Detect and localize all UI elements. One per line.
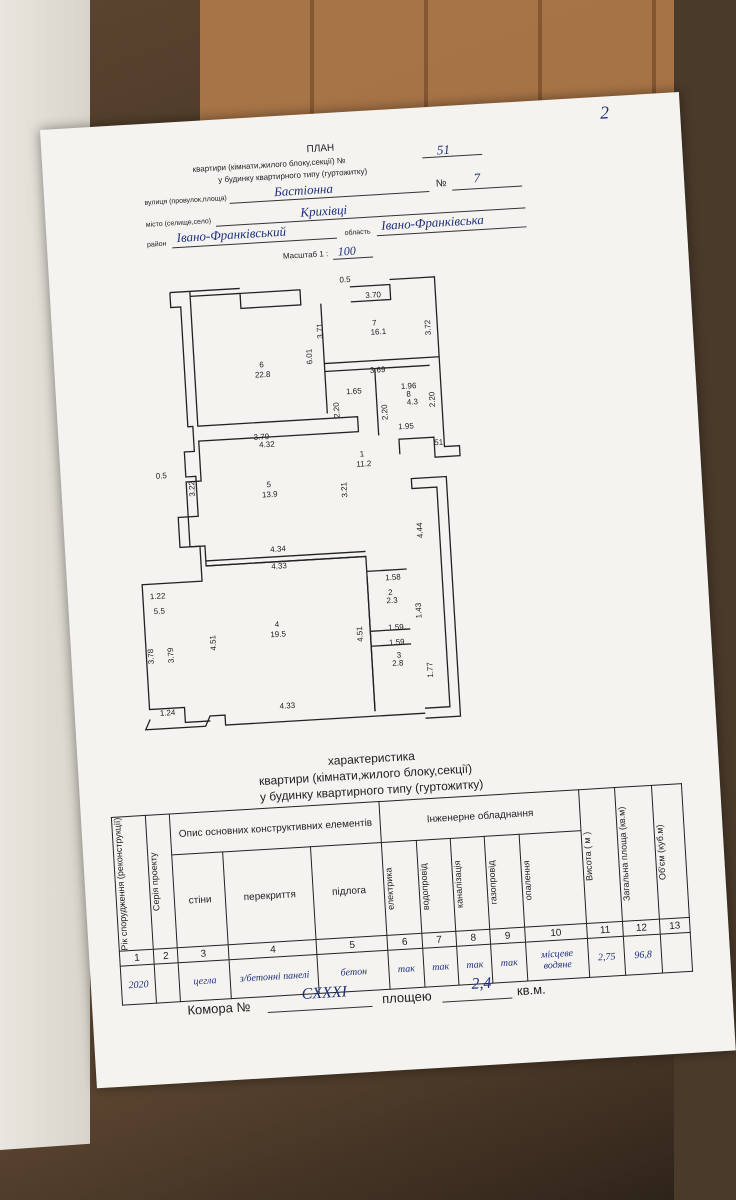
plan-dim: 1.95 [398,421,415,431]
plan-dim: 3 [397,650,403,659]
document-sheet: 2 ПЛАН квартири (кімнати,жилого блоку,се… [40,92,736,1089]
plan-walls [141,276,462,731]
plan-dim: 19.5 [270,629,287,639]
plan-dim: 22.8 [255,370,272,380]
plan-dim: 1.77 [425,661,435,678]
characteristics-table: Рік спорудження (реконструкції) Серія пр… [111,783,693,1006]
plan-dim: 1.96 [401,381,418,391]
plan-dim: 4.51 [208,634,218,651]
plan-dim: 1 [360,449,366,458]
header-series: Серія проекту [148,852,162,912]
storage-unit: кв.м. [516,981,547,999]
plan-dim: 5 [266,480,272,489]
header-floor: підлога [310,842,388,940]
value-area: 96,8 [623,934,663,976]
col-num: 2 [153,947,179,965]
value-height: 2,75 [587,936,627,978]
header-water: водопровід [417,863,431,911]
plan-dim: 0.5 [155,471,167,481]
plan-dim: 6 [259,360,265,369]
plan-dim: 13.9 [262,490,279,500]
plan-dim: 7 [372,318,378,327]
value-volume [660,932,693,974]
plan-dim: 4.44 [415,522,425,539]
plan-dim: 16.1 [370,327,387,337]
plan-dim: 3.72 [423,319,433,336]
storage-area-value: 2,4 [470,974,492,993]
plan-dim: 4.33 [271,561,288,571]
plan-dim: 4.33 [279,701,296,711]
value-series [154,962,181,1004]
value-year: 2020 [120,964,157,1006]
header-heating: опалення [520,860,534,901]
floor-plan: 0.5 3.70 3.71 6.01 7 16.1 3.72 6 22.8 3.… [141,275,462,731]
value-walls: цегла [178,959,232,1002]
plan-dim: 2 [388,588,394,597]
plan-dim: 51 [434,438,444,448]
plan-dim: 3.78 [146,648,156,665]
plan-dim: 1.22 [150,591,167,601]
plan-dim: 2.3 [386,596,398,606]
storage-area-label: площею [381,988,433,1007]
plan-dim: 3.79 [253,432,270,442]
plan-dim: 2.8 [392,658,404,668]
plan-dim: 3.79 [166,647,176,664]
plan-dim: 3.69 [370,365,387,375]
plan-dim: 4.3 [407,397,419,407]
plan-dim: 3.21 [339,481,349,498]
header-year: Рік спорудження (реконструкції) [111,817,130,951]
header-ceiling: перекриття [223,846,317,945]
plan-dim: 2.20 [380,404,390,421]
plan-dim: 1.58 [385,572,402,582]
plan-dim: 4.51 [355,626,365,643]
value-gas: так [490,942,528,984]
plan-dim: 4.34 [270,544,287,554]
plan-dim: 1.65 [346,386,363,396]
plan-dim: 5.5 [153,606,165,616]
header-electricity: електрика [383,867,397,911]
plan-dim: 1.24 [160,708,177,718]
plan-dim: 3.71 [315,322,325,339]
plan-dimensions: 0.5 3.70 3.71 6.01 7 16.1 3.72 6 22.8 3.… [146,275,444,718]
value-electricity: так [388,948,425,990]
plan-dim: 1.59 [388,622,405,632]
value-heating: місцеве водяне [525,938,590,982]
plan-dim: 1.59 [389,637,406,647]
plan-dim: 4 [274,620,280,629]
value-water: так [422,946,459,988]
plan-dim: 0.5 [339,275,351,285]
header-volume: Об'єм (куб.м) [654,823,668,881]
plan-dim: 2.20 [427,391,437,408]
header-walls: стіни [171,852,229,948]
plan-dim: 11.2 [356,459,372,469]
plan-dim: 6.01 [304,348,314,365]
plan-dim: 1.43 [414,602,424,619]
header-sewer: каналізація [452,860,465,909]
plan-dim: 2.20 [332,402,342,419]
storage-label: Комора № [187,999,251,1018]
plan-dim: 8 [406,389,412,398]
header-gas: газопровід [486,860,500,905]
plan-dim: 4.32 [259,440,276,450]
plan-dim: 3.22 [187,480,197,497]
storage-number: CXXXI [301,983,348,1003]
header-height: Висота ( м ) [581,831,595,882]
plan-dim: 3.70 [365,290,382,300]
